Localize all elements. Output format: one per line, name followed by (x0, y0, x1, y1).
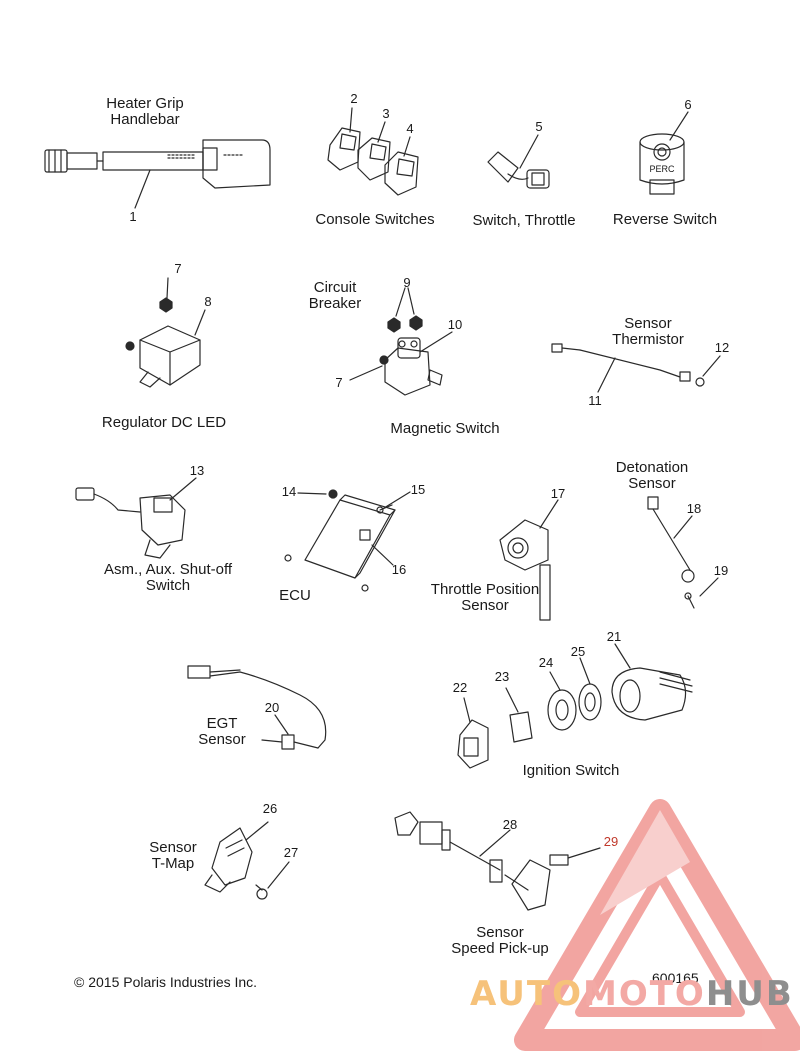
callout-10: 10 (447, 317, 463, 332)
callout-28: 28 (502, 817, 518, 832)
label-magnetic-switch: Magnetic Switch (390, 420, 500, 437)
ecu-part (284, 489, 411, 592)
callout-27: 27 (283, 845, 299, 860)
ignition-switch-part (457, 643, 693, 769)
callout-22: 22 (452, 680, 468, 695)
label-switch-throttle: Switch, Throttle (472, 212, 576, 229)
reverse-switch-part (639, 111, 689, 195)
callout-29: 29 (603, 834, 619, 849)
callout-24: 24 (538, 655, 554, 670)
speed-pickup-part (394, 811, 601, 911)
callout-26: 26 (262, 801, 278, 816)
label-detonation-sensor: Detonation Sensor (615, 459, 689, 492)
diagram-code: 600165 (652, 970, 699, 986)
label-ecu: ECU (279, 587, 311, 604)
callout-14: 14 (281, 484, 297, 499)
callout-25: 25 (570, 644, 586, 659)
callout-3: 3 (382, 106, 390, 121)
callout-4: 4 (406, 121, 414, 136)
callout-5: 5 (535, 119, 543, 134)
callout-17: 17 (550, 486, 566, 501)
callout-23: 23 (494, 669, 510, 684)
throttle-switch-part (487, 134, 550, 189)
watermark-part-hub: HUB (705, 974, 794, 1014)
callout-6: 6 (684, 97, 692, 112)
heater-grip-part (44, 139, 271, 209)
label-sensor-thermistor: Sensor Thermistor (612, 315, 684, 348)
aux-shutoff-part (75, 477, 197, 559)
console-switches-part (327, 107, 419, 196)
label-sensor-tmap: Sensor T-Map (149, 839, 197, 872)
label-regulator: Regulator DC LED (101, 414, 227, 431)
callout-2: 2 (350, 91, 358, 106)
callout-1: 1 (129, 209, 137, 224)
callout-7a: 7 (174, 261, 182, 276)
callout-16: 16 (391, 562, 407, 577)
label-egt-sensor: EGT Sensor (198, 715, 246, 748)
label-speed-pickup: Sensor Speed Pick-up (451, 924, 549, 957)
label-ignition-switch: Ignition Switch (522, 762, 620, 779)
label-throttle-position: Throttle Position Sensor (430, 581, 540, 614)
callout-11: 11 (588, 393, 602, 408)
magnetic-switch-part (349, 287, 453, 396)
callout-8: 8 (204, 294, 212, 309)
regulator-part (125, 277, 206, 388)
callout-19: 19 (713, 563, 729, 578)
watermark-triangle-icon (514, 799, 800, 1051)
throttle-position-part (499, 499, 559, 621)
watermark-part-moto: MOTO (582, 974, 706, 1014)
egt-sensor-part (187, 665, 327, 750)
callout-21: 21 (606, 629, 622, 644)
callout-7b: 7 (335, 375, 343, 390)
perc-marking: PERC (649, 164, 675, 174)
copyright-text: © 2015 Polaris Industries Inc. (74, 974, 258, 990)
label-reverse-switch: Reverse Switch (612, 211, 718, 228)
tmap-sensor-part (204, 821, 290, 900)
watermark-part-auto: AUTO (470, 974, 583, 1014)
callout-9: 9 (403, 275, 411, 290)
label-aux-shutoff: Asm., Aux. Shut-off Switch (103, 561, 233, 594)
thermistor-part (551, 343, 721, 393)
callout-13: 13 (189, 463, 205, 478)
callout-15: 15 (410, 482, 426, 497)
callout-18: 18 (686, 501, 702, 516)
callout-20: 20 (264, 700, 280, 715)
callout-12: 12 (714, 340, 730, 355)
label-circuit-breaker: Circuit Breaker (308, 279, 362, 312)
detonation-sensor-part (647, 496, 719, 609)
label-console-switches: Console Switches (315, 211, 435, 228)
label-heater-grip: Heater Grip Handlebar (106, 95, 184, 128)
watermark-brand: AUTOMOTOHUB (470, 974, 794, 1014)
